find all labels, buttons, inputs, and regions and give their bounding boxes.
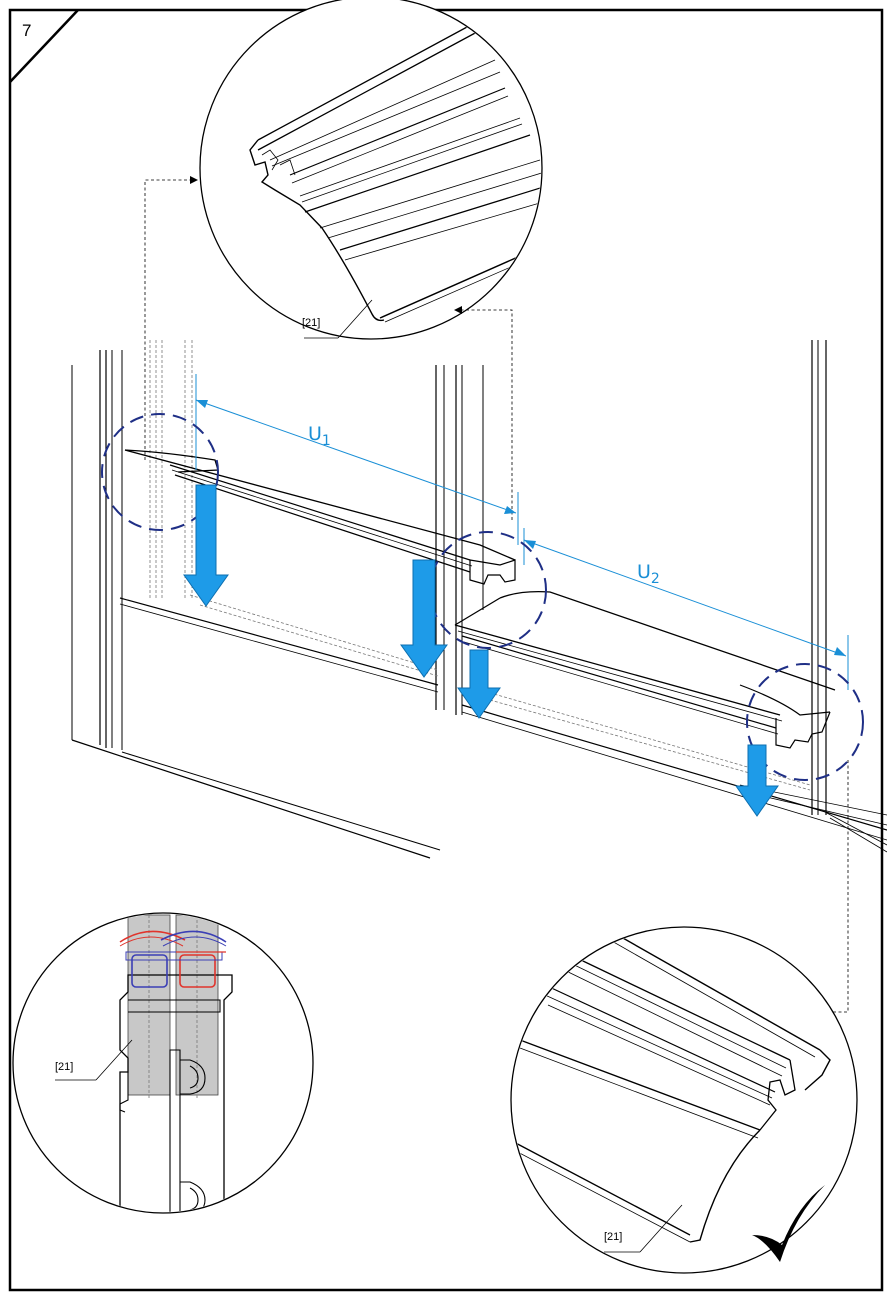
- page-frame: [8, 8, 884, 1292]
- top-detail-view: [21]: [199, 0, 543, 340]
- part-ref-section: [21]: [55, 1061, 73, 1073]
- bottom-detail-view: [21]: [510, 926, 858, 1274]
- down-arrow-icon: [183, 484, 779, 817]
- dimension-u1: U1: [195, 374, 519, 545]
- part-ref-top: [21]: [302, 317, 320, 329]
- cross-section-view: [21]: [12, 912, 314, 1214]
- part-ref-bottom: [21]: [604, 1231, 622, 1243]
- dimension-u1-label: U1: [308, 423, 331, 449]
- highlight-circle-left: [101, 413, 219, 531]
- highlight-circle-right: [746, 663, 864, 781]
- step-corner: 7: [9, 9, 79, 83]
- dimension-u2-label: U2: [637, 561, 660, 587]
- checkmark-icon: [752, 1185, 825, 1262]
- leader-lines: [144, 176, 849, 1016]
- highlight-circle-middle: [429, 531, 547, 649]
- main-assembly: U1 U2: [71, 340, 887, 859]
- dimension-u2: U2: [523, 528, 849, 690]
- step-number: 7: [22, 21, 31, 40]
